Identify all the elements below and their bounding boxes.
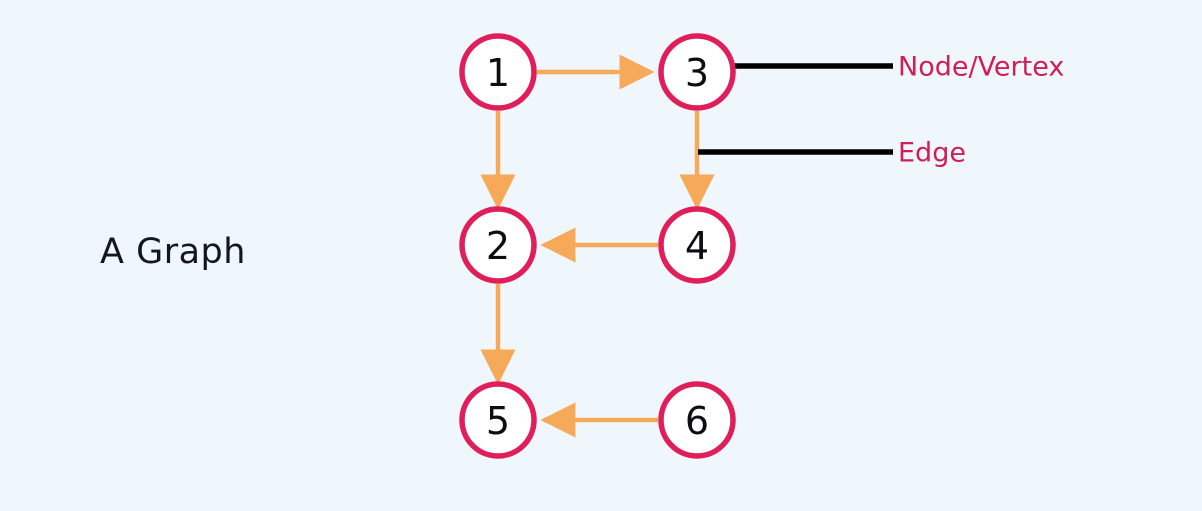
node-3[interactable]: 3 — [658, 33, 736, 111]
node-2-label: 2 — [486, 224, 510, 268]
nodes-group: 1 3 2 4 5 6 — [459, 33, 736, 459]
edges-group — [480, 54, 715, 438]
node-6-circle[interactable] — [658, 381, 736, 459]
node-6-label: 6 — [685, 399, 709, 443]
node-vertex-annotation-label: Node/Vertex — [898, 52, 1064, 83]
node-5[interactable]: 5 — [459, 381, 537, 459]
node-4[interactable]: 4 — [658, 206, 736, 284]
node-2-circle[interactable] — [459, 206, 537, 284]
node-3-label: 3 — [685, 51, 709, 95]
node-4-circle[interactable] — [658, 206, 736, 284]
annotation-labels: Node/Vertex Edge — [898, 52, 1064, 169]
node-4-label: 4 — [685, 224, 709, 268]
node-5-circle[interactable] — [459, 381, 537, 459]
node-6[interactable]: 6 — [658, 381, 736, 459]
node-5-label: 5 — [486, 399, 510, 443]
annotation-leader-lines — [698, 63, 893, 155]
node-1-circle[interactable] — [459, 33, 537, 111]
node-2[interactable]: 2 — [459, 206, 537, 284]
edge-annotation-label: Edge — [898, 138, 966, 169]
diagram-caption: A Graph — [100, 232, 246, 272]
node-1-label: 1 — [486, 51, 510, 95]
node-1[interactable]: 1 — [459, 33, 537, 111]
node-3-circle[interactable] — [658, 33, 736, 111]
